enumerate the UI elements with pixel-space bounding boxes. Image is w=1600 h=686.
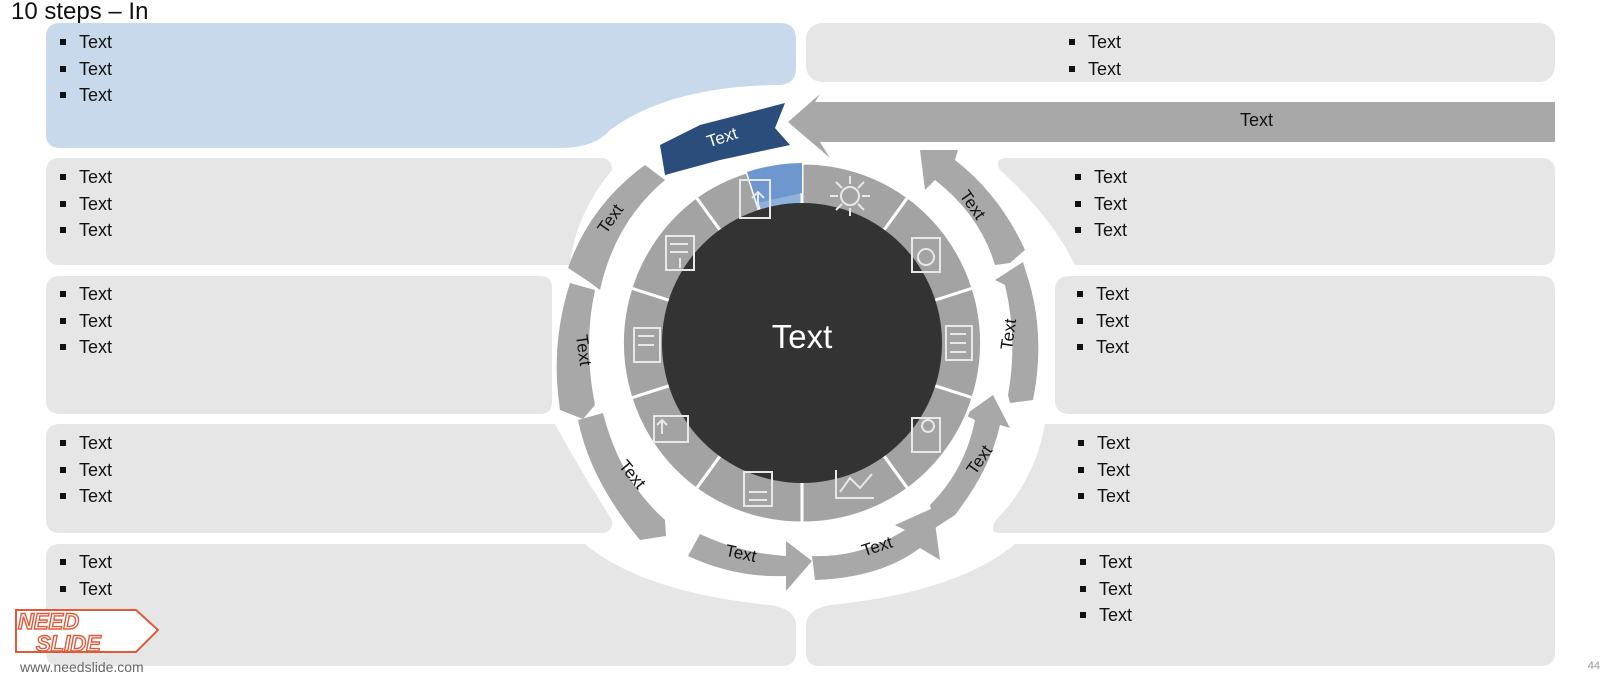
calculator-icon xyxy=(743,471,773,507)
bullet-item: Text xyxy=(57,576,112,603)
clock-document-icon xyxy=(911,237,941,273)
page-number: 44 xyxy=(1587,660,1600,672)
panel-right-3 xyxy=(1055,276,1555,414)
bullet-item: Text xyxy=(57,164,112,191)
panel-right-2 xyxy=(998,158,1555,265)
bullet-item: Text xyxy=(57,308,112,335)
top-bar-label: Text xyxy=(1240,110,1274,130)
panel-bottom-right xyxy=(806,544,1555,666)
panel-left-3 xyxy=(46,276,552,414)
bullet-item: Text xyxy=(1072,164,1127,191)
panel-left-2 xyxy=(46,158,612,265)
bullet-item: Text xyxy=(1072,191,1127,218)
arrow-active xyxy=(660,103,790,175)
bullet-item: Text xyxy=(57,281,112,308)
pie-chart-document-icon xyxy=(911,417,941,453)
bullet-item: Text xyxy=(1074,334,1129,361)
logo-line2: SLIDE xyxy=(36,631,102,656)
bullet-item: Text xyxy=(57,29,112,56)
bullet-item: Text xyxy=(57,82,112,109)
panel-bottom-left xyxy=(46,544,796,666)
download-document-icon xyxy=(665,235,695,271)
bullet-item: Text xyxy=(1074,308,1129,335)
bullet-item: Text xyxy=(1077,549,1132,576)
segment-ring xyxy=(620,161,984,525)
arrow-label: Text xyxy=(572,333,595,367)
panel-right-4 xyxy=(992,424,1555,533)
bullet-item: Text xyxy=(1074,281,1129,308)
bullet-item: Text xyxy=(57,430,112,457)
needslide-logo: NEED SLIDE xyxy=(15,608,160,657)
bullet-item: Text xyxy=(57,457,112,484)
panel-top-left xyxy=(46,23,796,148)
bullet-item: Text xyxy=(1075,483,1130,510)
ring-arrows xyxy=(556,103,1039,591)
bullet-item: Text xyxy=(1075,457,1130,484)
bullet-item: Text xyxy=(57,549,112,576)
checklist-icon xyxy=(945,325,973,361)
bullet-item: Text xyxy=(1077,602,1132,629)
panel-top-right xyxy=(806,23,1555,82)
bullet-item: Text xyxy=(1072,217,1127,244)
logo-line1: NEED xyxy=(18,609,79,634)
document-upload-icon xyxy=(739,179,771,219)
bullet-item: Text xyxy=(1075,430,1130,457)
segment-icons xyxy=(633,176,973,507)
checklist-down-icon xyxy=(633,327,661,363)
line-chart-icon xyxy=(835,470,874,499)
bullet-item: Text xyxy=(57,217,112,244)
upload-folders-icon xyxy=(653,415,689,443)
bullet-item: Text xyxy=(57,334,112,361)
page-title: 10 steps – In xyxy=(11,0,149,25)
center-label: Text xyxy=(771,318,833,355)
bullet-item: Text xyxy=(57,191,112,218)
bullet-item: Text xyxy=(1077,576,1132,603)
bullet-item: Text xyxy=(57,483,112,510)
bullet-item: Text xyxy=(1066,29,1121,56)
bullet-item: Text xyxy=(1066,56,1121,83)
bullet-item: Text xyxy=(57,56,112,83)
logo-url: www.needslide.com xyxy=(20,659,144,675)
top-bar-arrow xyxy=(788,94,1555,158)
sun-icon xyxy=(830,176,870,216)
arrow-label: Text xyxy=(997,317,1020,351)
panel-left-4 xyxy=(46,424,613,533)
